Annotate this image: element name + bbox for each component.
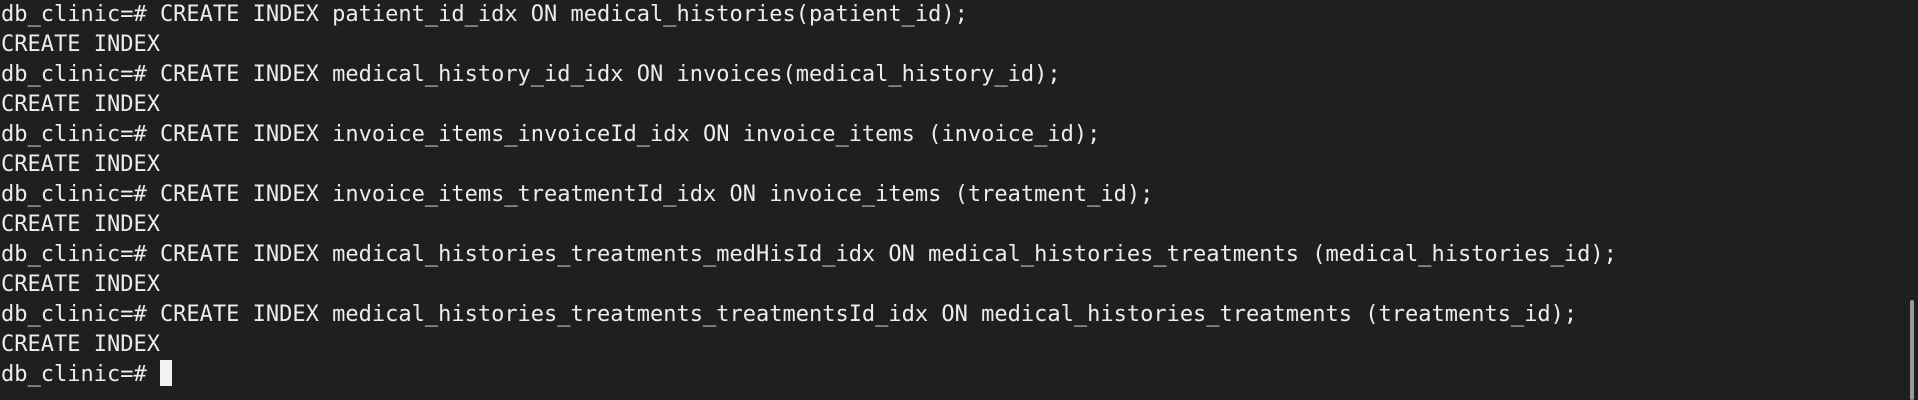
terminal-input-line[interactable]: db_clinic=# bbox=[1, 360, 1898, 390]
terminal-line-command: db_clinic=# CREATE INDEX medical_history… bbox=[1, 62, 1061, 87]
scrollbar-thumb[interactable] bbox=[1910, 300, 1914, 400]
terminal-line-result: CREATE INDEX bbox=[1, 212, 160, 237]
terminal-line-command: db_clinic=# CREATE INDEX medical_histori… bbox=[1, 302, 1578, 327]
terminal-line-command: db_clinic=# CREATE INDEX patient_id_idx … bbox=[1, 2, 968, 27]
terminal-line-result: CREATE INDEX bbox=[1, 152, 160, 177]
terminal-output: db_clinic=# CREATE INDEX patient_id_idx … bbox=[1, 0, 1898, 390]
terminal-line-command: db_clinic=# CREATE INDEX invoice_items_t… bbox=[1, 182, 1154, 207]
terminal-line-result: CREATE INDEX bbox=[1, 272, 160, 297]
text-cursor bbox=[159, 360, 172, 386]
terminal-line-result: CREATE INDEX bbox=[1, 332, 160, 357]
terminal-line-command: db_clinic=# CREATE INDEX medical_histori… bbox=[1, 242, 1617, 267]
terminal-line-result: CREATE INDEX bbox=[1, 92, 160, 117]
scrollbar-track[interactable] bbox=[1906, 0, 1918, 400]
terminal-prompt: db_clinic=# bbox=[1, 362, 160, 387]
terminal-line-command: db_clinic=# CREATE INDEX invoice_items_i… bbox=[1, 122, 1101, 147]
terminal-line-result: CREATE INDEX bbox=[1, 32, 160, 57]
